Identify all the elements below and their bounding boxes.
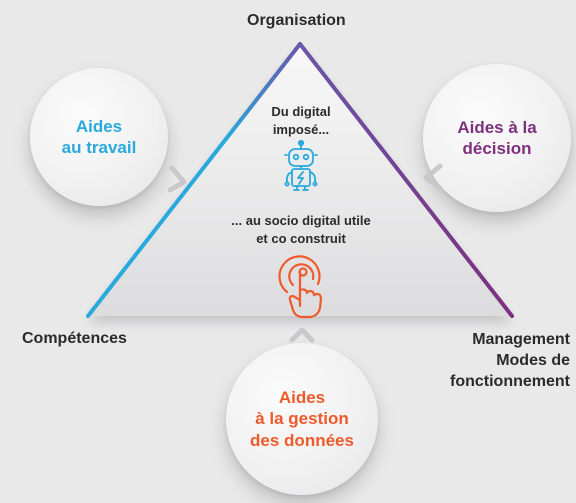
- vertex-management-line-1: Management: [472, 331, 570, 348]
- vertex-management-line-3: fonctionnement: [450, 372, 570, 390]
- center-lower-line-2: et co construit: [256, 230, 346, 246]
- arrow-right-icon: [423, 163, 443, 191]
- circle-right-line-2: décision: [462, 139, 532, 158]
- circle-left-line-2: au travail: [61, 138, 137, 157]
- circle-bottom-line-1: Aides: [278, 388, 326, 408]
- circle-bottom-line-2: à la gestion: [255, 409, 349, 429]
- center-upper-line-1: Du digital: [271, 104, 331, 119]
- vertex-management-line-2: Modes de: [496, 351, 570, 369]
- circle-right-line-1: Aides à la: [457, 117, 537, 137]
- triangle-fill: [88, 44, 512, 316]
- circle-aides-travail: Aides au travail: [30, 68, 168, 206]
- center-upper-line-2: imposé...: [272, 121, 330, 137]
- robot-icon: [284, 139, 318, 191]
- triangle-edge-left: [86, 42, 302, 318]
- arrow-left-icon: [167, 165, 187, 193]
- arrow-bottom-icon: [289, 327, 315, 343]
- center-text-upper: Du digital imposé...: [241, 103, 361, 138]
- circle-aides-decision: Aides à la décision: [423, 64, 571, 212]
- circle-bottom-line-3: des données: [250, 430, 354, 450]
- triangle-edge-right: [298, 42, 514, 318]
- vertex-organisation: Organisation: [247, 12, 346, 29]
- center-text-lower: ... au socio digital utile et co constru…: [206, 212, 396, 247]
- vertex-competences: Compétences: [22, 330, 127, 347]
- vertex-management: Management Modes de fonctionnement: [412, 330, 570, 392]
- touch-hand-icon: [278, 255, 323, 319]
- circle-aides-gestion-donnees: Aides à la gestion des données: [226, 343, 378, 495]
- center-lower-line-1: ... au socio digital utile: [231, 213, 371, 228]
- circle-left-line-1: Aides: [75, 116, 123, 136]
